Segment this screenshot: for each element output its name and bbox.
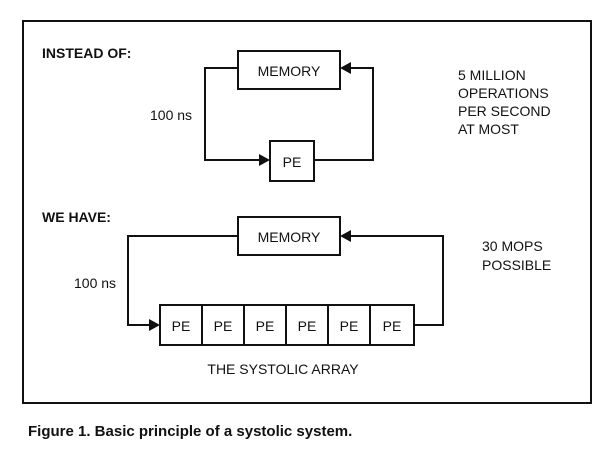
top-left-connector (204, 67, 262, 161)
pe-cell-5 (327, 304, 371, 346)
pe-cell-6 (369, 304, 415, 346)
systolic-array: PE PE PE PE PE PE (159, 304, 415, 346)
top-pe-arrowhead (259, 154, 270, 166)
top-pe-box (269, 140, 315, 182)
bottom-note-line-1: 30 MOPS (482, 238, 543, 254)
top-memory-arrowhead (340, 62, 351, 74)
bottom-pe-arrowhead (149, 319, 160, 331)
pe-cell-label-4: PE (298, 318, 317, 334)
bottom-delay-label: 100 ns (74, 275, 116, 291)
top-pe-label: PE (283, 154, 302, 170)
figure-caption: Figure 1. Basic principle of a systolic … (28, 423, 353, 440)
figure-frame (22, 20, 592, 404)
pe-cell-label-2: PE (214, 318, 233, 334)
bottom-note-line-2: POSSIBLE (482, 257, 551, 273)
bottom-memory-arrowhead (340, 230, 351, 242)
top-delay-label: 100 ns (150, 107, 192, 123)
top-note-line-1: 5 MILLION (458, 67, 526, 83)
top-note-line-4: AT MOST (458, 121, 519, 137)
bottom-heading: WE HAVE: (42, 209, 111, 225)
pe-cell-label-6: PE (383, 318, 402, 334)
top-note-line-2: OPERATIONS (458, 85, 549, 101)
top-note-line-3: PER SECOND (458, 103, 551, 119)
systolic-array-label: THE SYSTOLIC ARRAY (207, 361, 359, 377)
pe-cell-label-1: PE (172, 318, 191, 334)
pe-cell-label-5: PE (340, 318, 359, 334)
top-right-connector (314, 67, 374, 161)
bottom-memory-label: MEMORY (258, 229, 321, 245)
top-heading: INSTEAD OF: (42, 45, 131, 61)
pe-cell-label-3: PE (256, 318, 275, 334)
top-memory-box (237, 50, 341, 90)
top-memory-label: MEMORY (258, 63, 321, 79)
bottom-memory-box (237, 216, 341, 256)
bottom-right-connector (350, 235, 444, 326)
bottom-left-connector (127, 235, 238, 326)
